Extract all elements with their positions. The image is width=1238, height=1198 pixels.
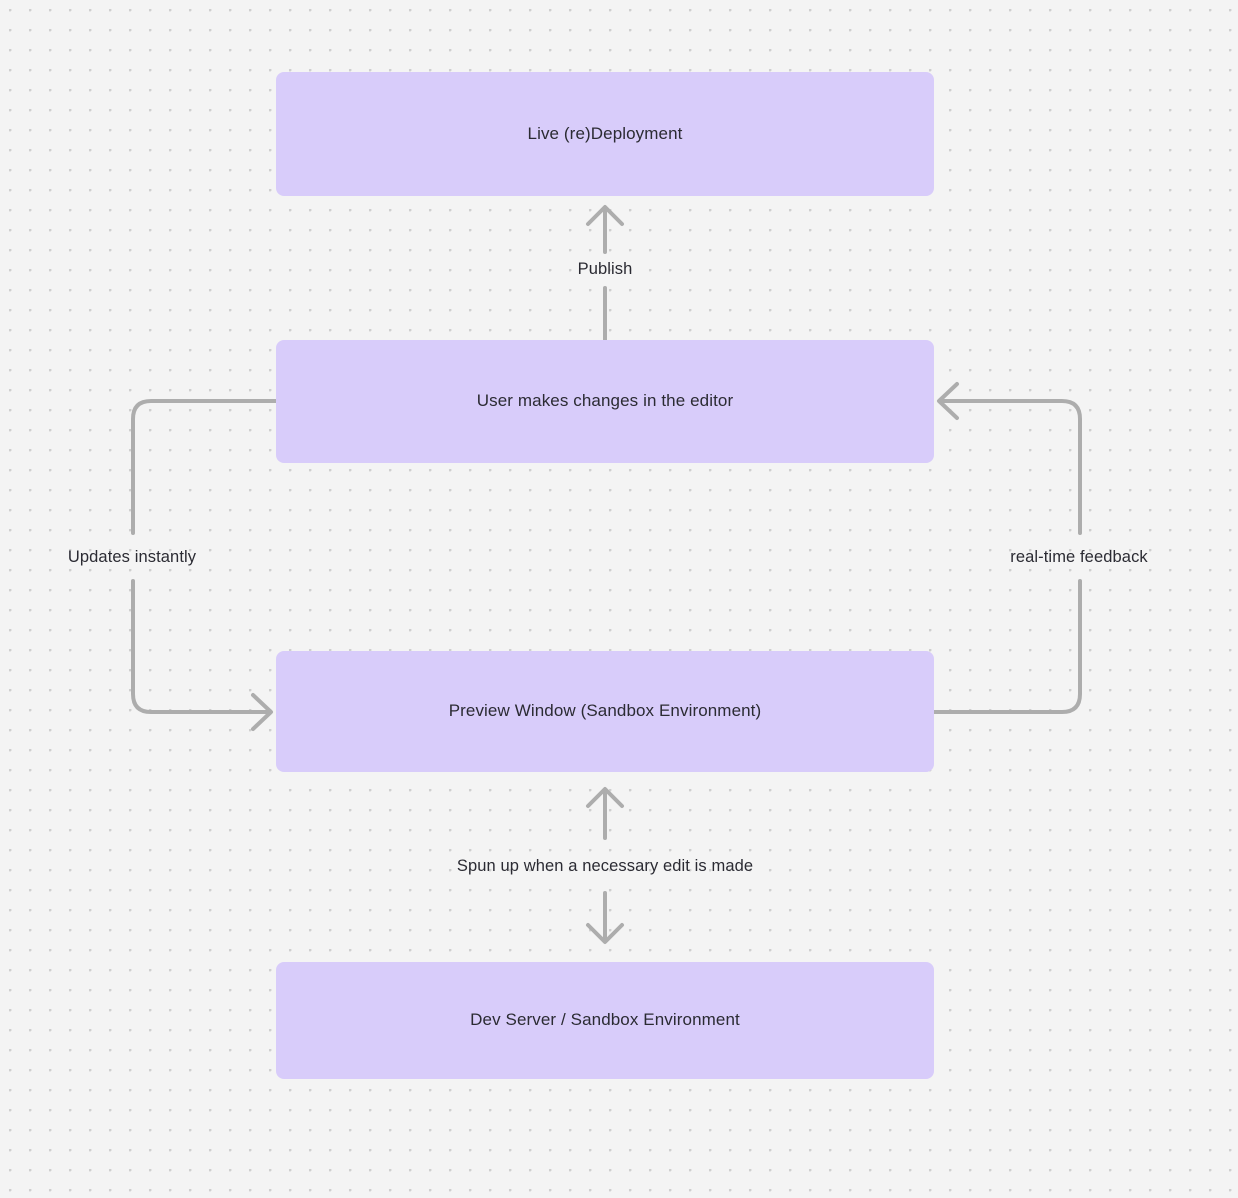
node-dev-server[interactable]: Dev Server / Sandbox Environment — [276, 962, 934, 1079]
edge-spunup-arrowhead-down-icon — [586, 923, 624, 944]
edge-updates-line-lower — [131, 579, 270, 714]
edge-updates-arrowhead-right-icon — [251, 693, 273, 731]
node-preview-window-label: Preview Window (Sandbox Environment) — [448, 701, 762, 721]
edge-label-real-time-feedback: real-time feedback — [1010, 548, 1148, 567]
node-dev-server-label: Dev Server / Sandbox Environment — [470, 1010, 740, 1030]
edge-feedback-line-lower — [932, 579, 1082, 714]
node-user-editor-label: User makes changes in the editor — [476, 391, 734, 411]
node-preview-window[interactable]: Preview Window (Sandbox Environment) — [276, 651, 934, 772]
edge-label-publish: Publish — [577, 260, 633, 279]
edge-spunup-arrowhead-up-icon — [586, 787, 624, 808]
edge-label-spun-up: Spun up when a necessary edit is made — [456, 857, 754, 876]
edge-label-updates-instantly: Updates instantly — [67, 548, 197, 567]
edge-publish-arrowhead-up-icon — [586, 205, 624, 226]
edge-feedback-line-upper — [940, 399, 1082, 535]
node-live-deployment[interactable]: Live (re)Deployment — [276, 72, 934, 196]
node-user-editor[interactable]: User makes changes in the editor — [276, 340, 934, 463]
node-live-deployment-label: Live (re)Deployment — [527, 123, 683, 143]
edge-feedback-arrowhead-left-icon — [937, 382, 959, 420]
edge-updates-line-upper — [131, 399, 278, 535]
